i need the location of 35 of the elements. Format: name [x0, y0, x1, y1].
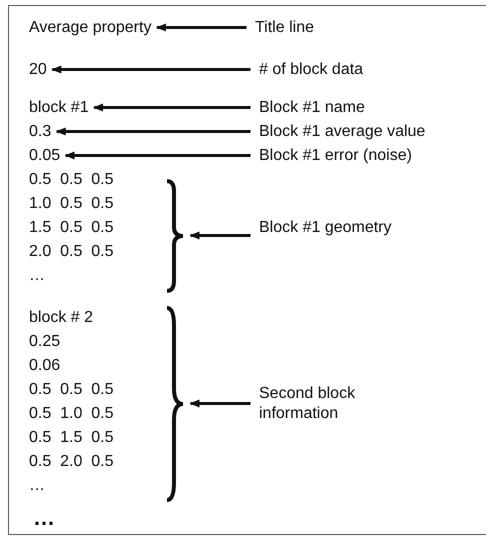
annotation-text: Block #1 error (noise)	[259, 146, 412, 166]
data-line: 0.05	[29, 146, 60, 166]
arrow	[93, 104, 250, 112]
data-line: block #1	[29, 98, 89, 118]
arrow	[190, 400, 250, 408]
data-line: 0.3	[29, 122, 52, 142]
continuation-mark: …	[33, 508, 55, 528]
arrow	[156, 24, 246, 32]
data-line: 0.5 1.0 0.5	[29, 404, 114, 424]
data-line: 0.5 0.5 0.5	[29, 170, 114, 190]
data-line: Average property	[29, 18, 152, 38]
data-line: 20	[29, 60, 47, 80]
data-line: 0.5 1.5 0.5	[29, 428, 114, 448]
arrow	[51, 66, 250, 74]
data-line: …	[29, 476, 45, 496]
data-line: block # 2	[29, 308, 94, 328]
annotation-text: Title line	[255, 18, 314, 38]
curly-brace	[165, 306, 185, 502]
curly-brace	[165, 180, 185, 292]
data-line: 0.06	[29, 356, 60, 376]
arrow	[190, 232, 250, 240]
annotation-text: Block #1 name	[259, 98, 365, 118]
data-line: 1.5 0.5 0.5	[29, 218, 114, 238]
data-line: 2.0 0.5 0.5	[29, 242, 114, 262]
arrow	[56, 128, 250, 136]
annotation-text: Block #1 average value	[259, 122, 426, 142]
data-line: 0.25	[29, 332, 60, 352]
data-line: 0.5 2.0 0.5	[29, 452, 114, 472]
arrow	[64, 152, 250, 160]
annotation-text: Second block information	[259, 384, 409, 424]
annotation-text: Block #1 geometry	[259, 218, 392, 238]
data-line: 1.0 0.5 0.5	[29, 194, 114, 214]
annotation-text: # of block data	[259, 60, 364, 80]
data-line: 0.5 0.5 0.5	[29, 380, 114, 400]
data-line: …	[29, 266, 45, 286]
